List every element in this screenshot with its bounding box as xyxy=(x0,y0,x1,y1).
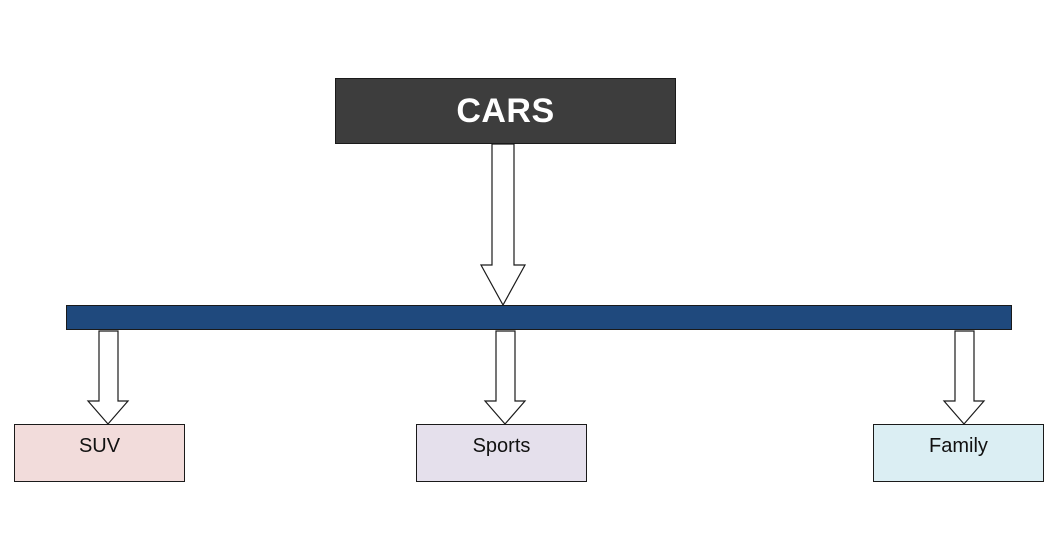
arrow-bar-to-suv xyxy=(86,330,130,425)
root-node-label: CARS xyxy=(456,91,555,130)
arrow-bar-to-family xyxy=(942,330,986,425)
connector-bar xyxy=(66,305,1012,330)
child-node-suv: SUV xyxy=(14,424,185,482)
arrow-bar-to-sports xyxy=(483,330,527,425)
child-node-label: Sports xyxy=(472,435,531,457)
child-node-label: Family xyxy=(929,435,988,457)
child-node-sports: Sports xyxy=(416,424,587,482)
child-node-label: SUV xyxy=(78,435,121,457)
child-node-family: Family xyxy=(873,424,1044,482)
root-node: CARS xyxy=(335,78,676,144)
arrow-root-to-bar xyxy=(479,143,527,307)
